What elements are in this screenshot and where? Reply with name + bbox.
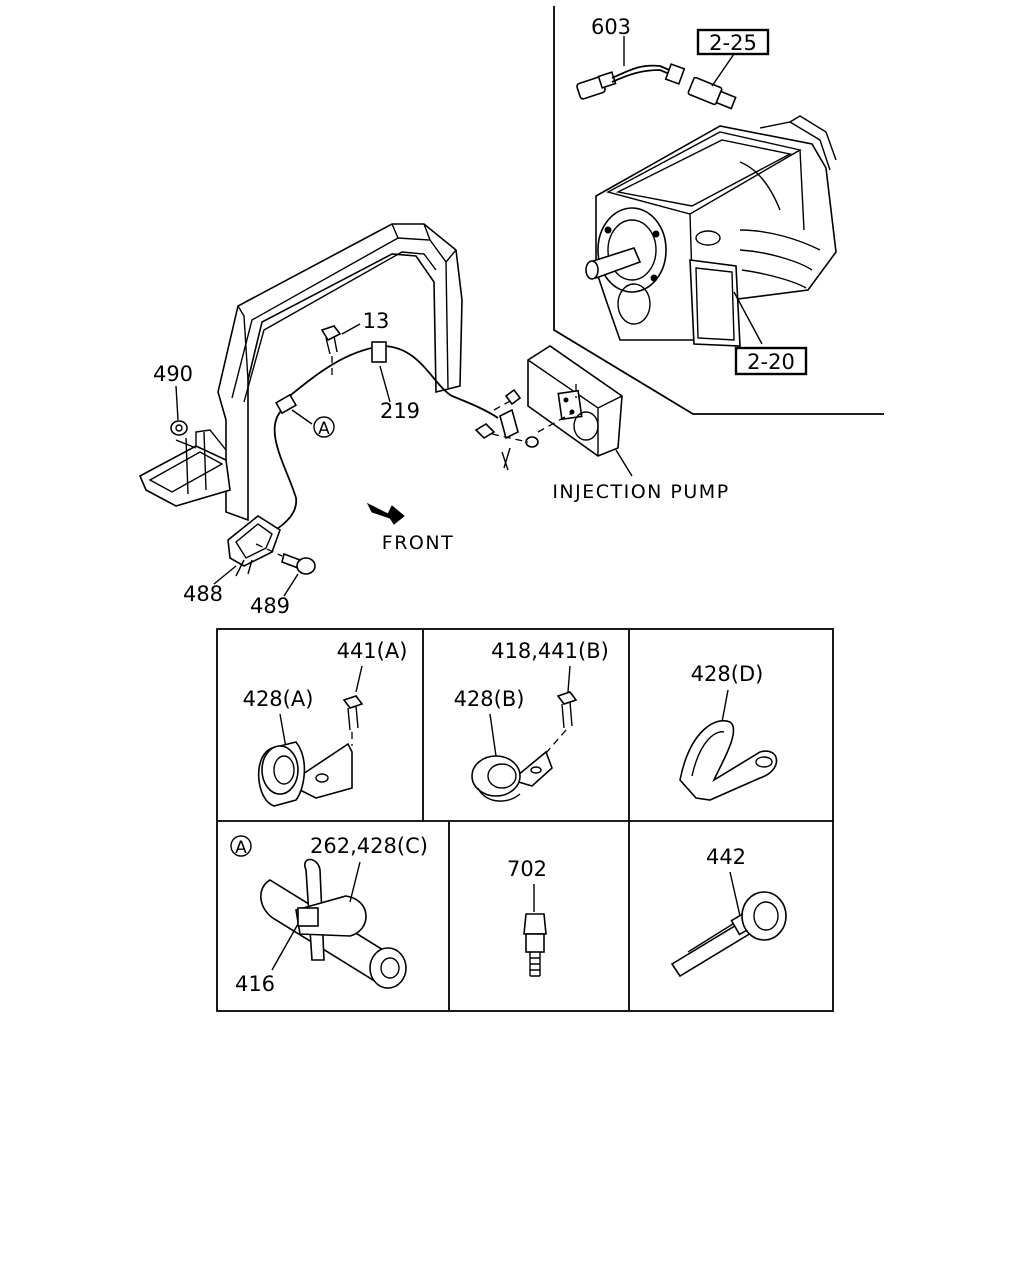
- washer-490: 490: [153, 362, 193, 436]
- callout-circle-a: [313, 416, 335, 438]
- inset-border: [553, 6, 884, 415]
- part-label-489: 489: [250, 594, 290, 618]
- ref-box-2-20: [734, 346, 808, 376]
- pump-fasteners: [474, 388, 539, 471]
- transmission-case: [585, 115, 837, 347]
- part-label-603: 603: [591, 15, 631, 39]
- bolt-13: 13: [320, 309, 390, 378]
- panel4-callout-circle: [230, 835, 252, 857]
- panel-442: 442: [670, 845, 787, 978]
- bolt-489: 489: [250, 543, 316, 618]
- injection-pump-label: INJECTION PUMP: [552, 481, 729, 503]
- panel4-bottom-label: 416: [235, 972, 275, 996]
- front-arrow: FRONT: [366, 502, 454, 554]
- ref-box-2-25: [696, 28, 770, 56]
- speed-sensor-harness: [576, 36, 737, 110]
- front-label: FRONT: [382, 532, 454, 554]
- transmission-inset: 2-25 2-20 603: [553, 6, 884, 415]
- part-label-13: 13: [363, 309, 390, 333]
- clip-219: [371, 341, 387, 363]
- callout-a-label: A: [318, 419, 330, 439]
- panel1-top-label: 441(A): [337, 639, 408, 663]
- panel6-label: 442: [706, 845, 746, 869]
- sensor-488: 488: [183, 515, 281, 606]
- panel-428a: 441(A) 428(A): [243, 639, 408, 807]
- detail-grid: [216, 628, 834, 1012]
- part-label-490: 490: [153, 362, 193, 386]
- part-label-219: 219: [380, 399, 420, 423]
- injection-pump: INJECTION PUMP: [527, 345, 729, 503]
- panel-428d: 428(D): [679, 662, 778, 801]
- part-label-488: 488: [183, 582, 223, 606]
- panel4-top-label: 262,428(C): [310, 834, 428, 858]
- panel2-top-label: 418,441(B): [491, 639, 609, 663]
- panel-702: 702: [507, 857, 547, 977]
- engine-shroud: [138, 223, 463, 522]
- panel1-left-label: 428(A): [243, 687, 314, 711]
- panel5-label: 702: [507, 857, 547, 881]
- panel-428c: A 262,428(C) 416: [230, 834, 428, 996]
- panel-428b: 418,441(B) 428(B): [454, 639, 609, 802]
- ref-label-2-20: 2-20: [747, 350, 795, 374]
- sensor-harness: 219 A: [271, 341, 499, 533]
- panel4-callout-label: A: [235, 838, 247, 858]
- ref-label-2-25: 2-25: [709, 31, 757, 55]
- panel3-label: 428(D): [691, 662, 764, 686]
- panel2-left-label: 428(B): [454, 687, 525, 711]
